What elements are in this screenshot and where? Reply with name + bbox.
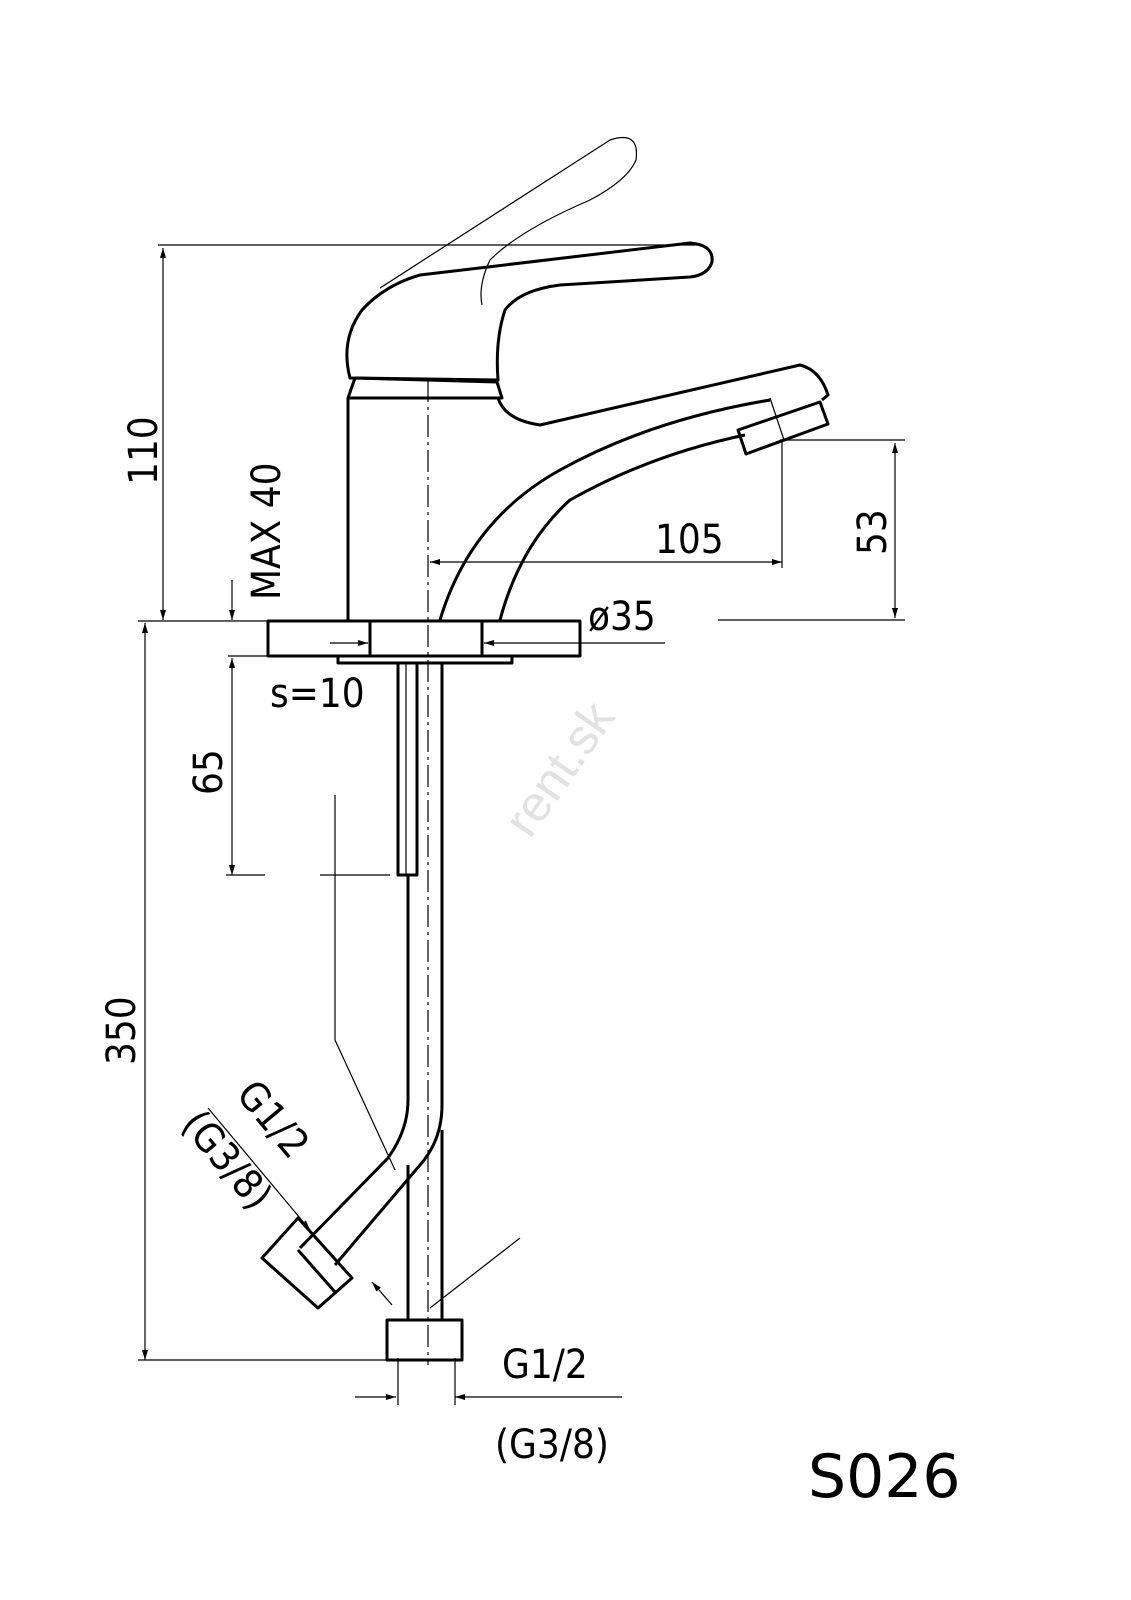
dim-spout-height: 53 [850, 509, 896, 555]
dim-total-height: 110 [121, 416, 167, 485]
faucet-spout [438, 363, 830, 621]
lever-open-position [379, 136, 638, 306]
bottom-fitting [385, 1318, 464, 1362]
dim-hose-length: 350 [99, 996, 145, 1065]
aerator [736, 400, 830, 456]
dim-max-deck: MAX 40 [244, 462, 290, 600]
watermark: rent.sk [493, 690, 626, 846]
dim-spout-reach: 105 [655, 517, 724, 563]
dim-bottom-connection: G1/2 [502, 1342, 588, 1388]
dim-deck-thickness: s=10 [270, 671, 365, 717]
side-fitting [260, 1216, 354, 1310]
dimension-lines [138, 244, 905, 1405]
dim-hole-diameter: ø35 [588, 594, 656, 640]
model-number: S026 [808, 1442, 961, 1512]
faucet-handle [345, 241, 714, 382]
dim-bottom-connection-alt: (G3/8) [495, 1422, 609, 1468]
handle-collar [346, 376, 504, 400]
deck-plate-section [266, 619, 582, 665]
dim-tail-length: 65 [186, 749, 232, 795]
supply-pipes [260, 663, 464, 1362]
